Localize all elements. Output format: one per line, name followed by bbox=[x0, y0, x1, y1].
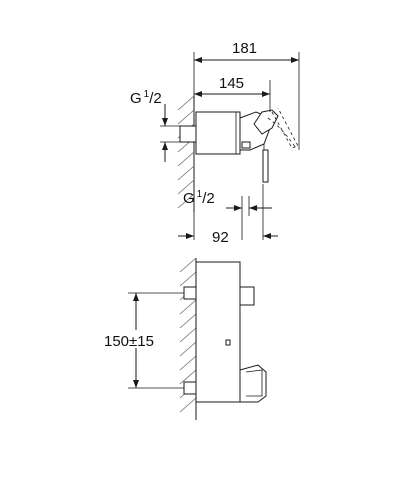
dimension-outlet-offset bbox=[178, 212, 278, 240]
thread-inlet-numerator: 1 bbox=[144, 89, 150, 100]
dimension-overall-label: 181 bbox=[232, 40, 257, 57]
thread-inlet-main: G bbox=[130, 90, 142, 107]
thread-outlet-main: G bbox=[183, 190, 195, 207]
thread-inlet-dimension bbox=[162, 104, 168, 162]
dimension-outlet-label: 92 bbox=[212, 229, 229, 246]
wall-hatch-top bbox=[177, 95, 195, 212]
extension-lines-top bbox=[160, 52, 300, 240]
thread-outlet-denominator: /2 bbox=[202, 190, 215, 207]
dimension-label-background bbox=[104, 330, 168, 348]
dimension-body-label: 145 bbox=[219, 75, 244, 92]
thread-outlet-dimension bbox=[226, 205, 272, 211]
thread-outlet-numerator: 1 bbox=[197, 189, 203, 200]
wall-hatch-front bbox=[179, 257, 197, 420]
dimension-overall-width bbox=[194, 57, 299, 63]
dimension-spacing-label: 150±15 bbox=[104, 333, 154, 350]
dimension-body-width bbox=[194, 91, 270, 97]
thread-inlet-denominator: /2 bbox=[149, 90, 162, 107]
mixer-front-view bbox=[183, 261, 267, 403]
mixer-top-view bbox=[179, 107, 299, 183]
